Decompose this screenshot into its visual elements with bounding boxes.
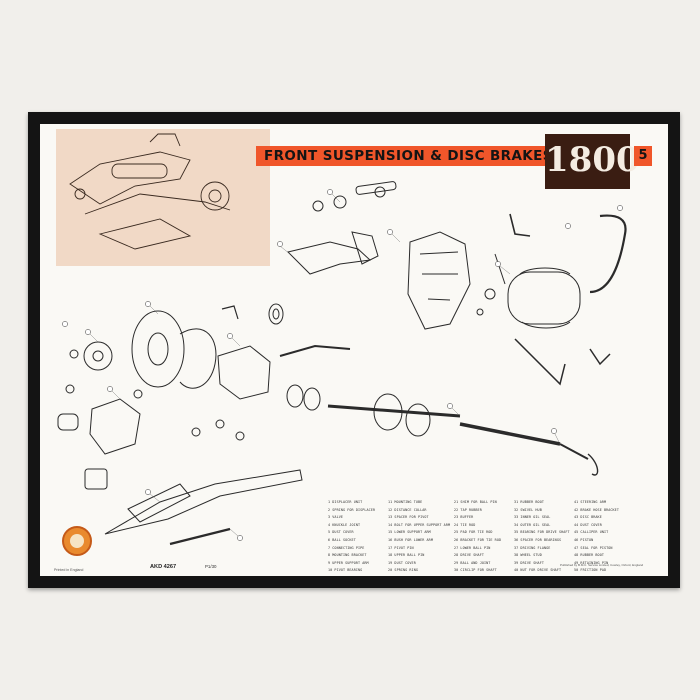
brake-disc — [131, 310, 185, 388]
swivel-hub — [217, 345, 271, 400]
connecting-pipe — [589, 214, 627, 294]
assembly-sketch — [69, 133, 231, 250]
poster-title: FRONT SUSPENSION & DISC BRAKES — [264, 148, 553, 164]
lower-support-arm — [104, 469, 303, 535]
driving-flange — [83, 341, 113, 371]
sheet-number: 5 — [634, 146, 652, 166]
model-number: 1800 — [545, 140, 640, 180]
dust-cover — [179, 328, 217, 389]
exploded-parts-diagram — [57, 133, 627, 546]
drive-shaft — [459, 422, 561, 446]
tie-rod — [169, 527, 231, 546]
print-code: P1/30 — [205, 564, 217, 569]
steering-arm — [279, 344, 351, 357]
assembly-inset — [56, 129, 270, 266]
poster: FRONT SUSPENSION & DISC BRAKES 1800 5 — [40, 124, 668, 576]
model-badge — [545, 134, 630, 189]
calliper-unit — [89, 398, 141, 455]
part-number: AKD 4267 — [150, 564, 177, 570]
upper-support-arm — [287, 241, 372, 275]
footer-printed-note: Printed in England — [54, 568, 84, 572]
displacer-unit — [507, 271, 581, 325]
mounting-tube — [355, 181, 397, 195]
friction-pad — [84, 468, 108, 490]
drive-shaft-short — [327, 404, 461, 418]
mounting-bracket — [407, 231, 471, 330]
title-band — [256, 146, 546, 166]
footer-publisher: Published by B.M.C. Service Limited, Cow… — [560, 563, 644, 567]
bmc-rosette-icon — [62, 526, 92, 556]
